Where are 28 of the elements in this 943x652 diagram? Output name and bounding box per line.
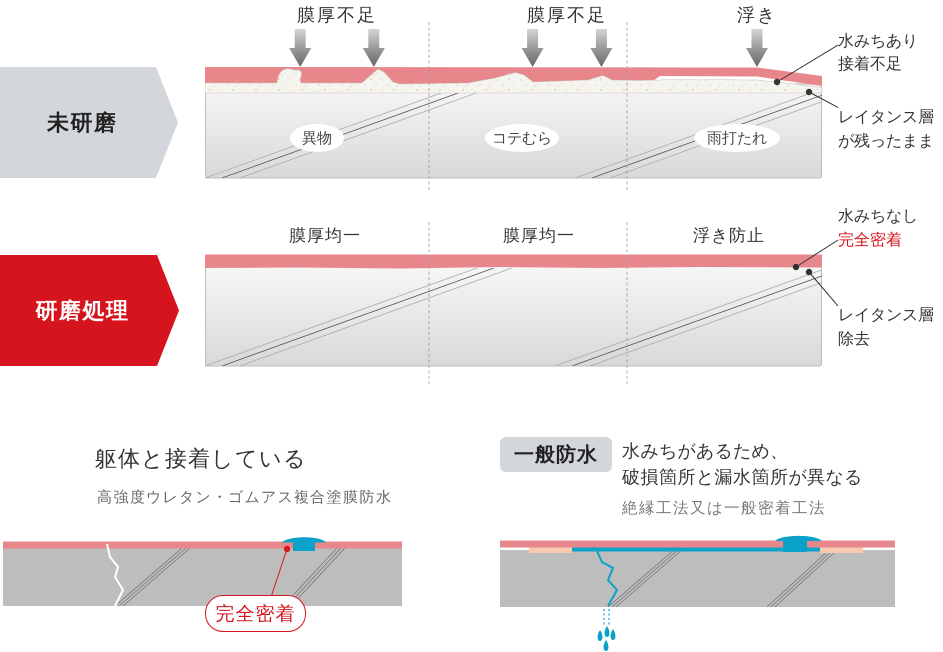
block-arrow [522, 29, 544, 67]
heading: 水みちがあるため、破損箇所と漏水箇所が異なる [622, 440, 864, 490]
callout-text: レイタンス層が残ったまま [838, 105, 935, 153]
leader-line [806, 268, 838, 306]
column-label: 膜厚均一 [289, 225, 361, 248]
column-label: 浮き防止 [693, 225, 765, 248]
callout-label: 浮き [737, 3, 777, 29]
subheading: 高強度ウレタン・ゴムアス複合塗膜防水 [97, 487, 392, 507]
block-arrow [362, 29, 385, 67]
pill-label: 完全密着 [205, 595, 306, 632]
chevron-band: 研磨処理 [0, 255, 179, 366]
column-label: 膜厚均一 [503, 225, 575, 248]
callout-label: 膜厚不足 [297, 3, 377, 29]
badge: 一般防水 [500, 437, 612, 472]
leader-line [806, 88, 838, 108]
callout-label: 膜厚不足 [527, 3, 607, 29]
block-arrow [289, 29, 312, 67]
chevron-band: 未研磨 [0, 67, 178, 178]
leader-line [271, 546, 290, 596]
callout-text: 水みちあり接着不足 [838, 29, 919, 75]
callout-text: レイタンス層除去 [838, 303, 935, 351]
block-arrow [746, 29, 768, 67]
callout-text: 水みちなし 完全密着 [838, 204, 919, 252]
subheading: 絶縁工法又は一般密着工法 [622, 498, 826, 518]
leader-line [774, 44, 838, 86]
leader-line [792, 240, 838, 270]
block-arrow [590, 29, 612, 67]
heading: 躯体と接着している [95, 446, 307, 474]
